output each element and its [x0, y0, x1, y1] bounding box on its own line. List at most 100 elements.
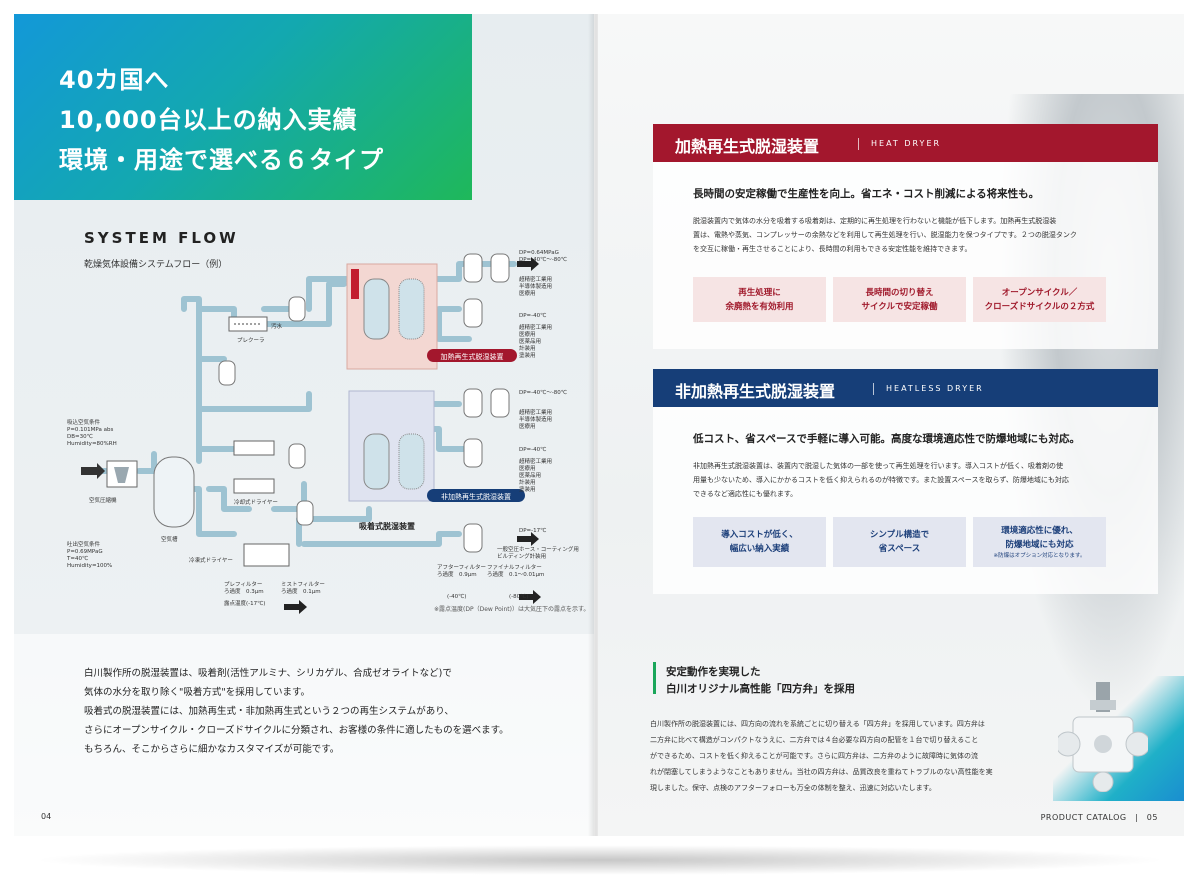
- outlet-2-dp: DP=-40℃: [519, 312, 546, 319]
- heatless-dryer-body-line: 非加熱再生式脱湿装置は、装置内で脱湿した気体の一部を使って再生処理を行います。導…: [693, 462, 1063, 470]
- outlet-4-use-4: 計装用: [519, 478, 536, 486]
- page-number-right: PRODUCT CATALOG | 05: [1040, 813, 1158, 822]
- four-way-valve-body: 白川製作所の脱湿装置には、四方向の流れを系統ごとに切り替える「四方弁」を採用して…: [650, 716, 993, 796]
- outlet-5-dp: DP=-17℃: [519, 527, 546, 534]
- adsorption-label: 吸着式脱湿装置: [359, 521, 415, 531]
- heat-feature-3-line-2: クローズドサイクルの２方式: [984, 301, 1095, 312]
- four-way-valve-title-1: 安定動作を実現した: [666, 666, 761, 678]
- heatless-feature-2-line-1: シンプル構造で: [869, 530, 930, 540]
- heat-dryer-body-line: を交互に稼働・再生させることにより、長時間の利用もできる安定性能を維持できます。: [693, 245, 972, 253]
- outlet-4-use-1: 超精密工業用: [519, 457, 552, 465]
- temp-80-label: (-80℃): [509, 593, 528, 600]
- mistfilter-spec: ろ過度 0.1μm: [281, 587, 321, 595]
- intro-line: もちろん、そこからさらに細かなカスタマイズが可能です。: [84, 744, 340, 755]
- discharge-t: T=40℃: [66, 555, 88, 562]
- intro-line: 白川製作所の脱湿装置は、吸着剤(活性アルミナ、シリカゲル、合成ゼオライトなど)で: [84, 668, 452, 679]
- heat-feature-2-line-1: 長時間の切り替え: [865, 287, 934, 298]
- heat-dryer-body-line: 置は、電熱や蒸気、コンプレッサーの余熱などを利用して再生処理を行い、脱湿能力を保…: [693, 231, 1077, 239]
- finalfilter-label: ファイナルフィルター: [487, 563, 542, 571]
- four-way-valve-body-line: 白川製作所の脱湿装置には、四方向の流れを系統ごとに切り替える「四方弁」を採用して…: [650, 720, 985, 728]
- heatless-dryer-lead: 低コスト、省スペースで手軽に導入可能。高度な環境適応性で防爆地域にも対応。: [693, 433, 1081, 445]
- intro-line: 吸着式の脱湿装置には、加熱再生式・非加熱再生式という２つの再生システムがあり、: [84, 706, 454, 717]
- heatless-dryer-card: 非加熱再生式脱湿装置 HEATLESS DRYER 低コスト、省スペースで手軽に…: [653, 369, 1158, 594]
- prefilter-spec: ろ過度 0.3μm: [224, 587, 264, 595]
- outlet-3-use-3: 医療用: [519, 422, 536, 430]
- outlet-1-dp2: DP=-40℃～-80℃: [519, 256, 567, 263]
- outlet-2-use-4: 計装用: [519, 344, 536, 352]
- drain-label: 汚水: [271, 322, 283, 330]
- temp-40-label: (-40℃): [447, 593, 466, 600]
- heatless-feature-1-line-1: 導入コストが低く、: [721, 530, 798, 540]
- heatless-dryer-tag: 非加熱再生式脱湿装置: [441, 492, 511, 501]
- outlet-5-use-1: 一般空圧ホース・コーティング用: [497, 545, 579, 553]
- heat-dryer-body: 脱湿装置内で気体の水分を吸着する吸着剤は、定期的に再生処理を行わないと機能が低下…: [693, 214, 1143, 256]
- heatless-feature-1-line-2: 幅広い納入実績: [729, 544, 790, 554]
- intake-title: 吸込空気条件: [67, 418, 101, 426]
- page-number-left: 04: [41, 812, 52, 821]
- outlet-1-use-3: 医療用: [519, 289, 536, 297]
- heatless-feature-3-line-1: 環境適応性に優れ、: [1001, 526, 1078, 536]
- intro-line: 気体の水分を取り除く"吸着方式"を採用しています。: [84, 687, 311, 698]
- heatless-feature-2-line-2: 省スペース: [878, 544, 921, 554]
- system-flow-diagram: 加熱再生式脱湿装置 非加熱再生式脱湿装置 吸着式脱湿装置 吸込空気条件 P=0.…: [66, 250, 579, 614]
- heatless-dryer-title: 非加熱再生式脱湿装置: [675, 382, 836, 401]
- left-page: 40カ国へ 10,000台以上の納入実績 環境・用途で選べる６タイプ SYSTE…: [14, 14, 594, 836]
- heat-dryer-tag: 加熱再生式脱湿装置: [441, 352, 504, 361]
- intake-p: P=0.101MPa abs: [67, 427, 113, 433]
- outlet-1-dp: DP=0.64MPaG: [519, 250, 559, 256]
- prefilter-label: プレフィルター: [224, 580, 262, 588]
- heatless-dryer-body: 非加熱再生式脱湿装置は、装置内で脱湿した気体の一部を使って再生処理を行います。導…: [693, 459, 1143, 501]
- outlet-3-use-2: 半導体製造用: [519, 415, 552, 423]
- hero-line-2: 10,000台以上の納入実績: [59, 106, 358, 134]
- compressor-label: 空気圧縮機: [89, 496, 117, 504]
- outlet-4-use-2: 医療用: [519, 464, 536, 472]
- four-way-valve-title-2: 白川オリジナル高性能「四方弁」を採用: [666, 683, 855, 695]
- outlet-1-use-1: 超精密工業用: [519, 275, 552, 283]
- outlet-2-use-3: 医薬品用: [519, 337, 541, 345]
- heatless-dryer-body-line: できるなど適応性にも優れます。: [693, 490, 798, 498]
- heat-feature-3: オープンサイクル／ クローズドサイクルの２方式: [973, 277, 1106, 322]
- system-flow-title: SYSTEM FLOW: [84, 229, 239, 247]
- hero-line-3: 環境・用途で選べる６タイプ: [59, 146, 384, 174]
- heatless-feature-note: ※防爆はオプション対応となります。: [993, 553, 1086, 559]
- dewpoint-label: 露点温度(-17℃): [224, 599, 265, 607]
- heat-dryer-separator: [858, 138, 859, 150]
- afterfilter-spec: ろ過度 0.9μm: [437, 570, 477, 578]
- right-page: 加熱再生式脱湿装置 HEAT DRYER 長時間の安定稼働で生産性を向上。省エネ…: [598, 14, 1184, 836]
- outlet-2-use-1: 超精密工業用: [519, 323, 552, 331]
- dewpoint-footnote: ※露点温度(DP（Dew Point)）は大気圧下の露点を示す。: [434, 606, 590, 613]
- heat-feature-2: 長時間の切り替え サイクルで安定稼働: [833, 277, 966, 322]
- intake-db: DB=30℃: [67, 433, 93, 440]
- system-flow-subtitle: 乾燥気体設備システムフロー（例）: [84, 260, 228, 270]
- heat-dryer-header: 加熱再生式脱湿装置 HEAT DRYER: [653, 124, 1158, 162]
- hero-banner: 40カ国へ 10,000台以上の納入実績 環境・用途で選べる６タイプ: [14, 14, 472, 200]
- heatless-feature-2: シンプル構造で 省スペース: [833, 517, 966, 567]
- outlet-4-use-5: 塗装用: [519, 485, 536, 493]
- four-way-valve-body-line: 現しました。保守、点検のアフターフォローも万全の体制を整え、迅速に対応いたします…: [650, 784, 936, 792]
- hero-line-1: 40カ国へ: [59, 66, 170, 94]
- intro-line: さらにオープンサイクル・クローズドサイクルに分類され、お客様の条件に適したものを…: [84, 725, 509, 736]
- heatless-dryer-header: 非加熱再生式脱湿装置 HEATLESS DRYER: [653, 369, 1158, 407]
- refrigerated-dryer-label: 冷凍式ドライヤー: [189, 556, 233, 564]
- page-shadow: [30, 845, 1170, 875]
- intake-humidity: Humidity=80%RH: [67, 441, 117, 447]
- tank-label: 空気槽: [161, 535, 178, 543]
- heatless-dryer-body-line: 用量も少ないため、導入にかかるコストを低く抑えられるのが特徴です。また設置スペー…: [693, 476, 1069, 484]
- discharge-title: 吐出空気条件: [67, 540, 101, 548]
- heatless-feature-3: 環境適応性に優れ、 防爆地域にも対応 ※防爆はオプション対応となります。: [973, 517, 1106, 567]
- heat-feature-1-line-1: 再生処理に: [738, 287, 781, 298]
- afterfilter-label: アフターフィルター: [437, 563, 486, 571]
- outlet-1-use-2: 半導体製造用: [519, 282, 552, 290]
- discharge-humidity: Humidity=100%: [67, 563, 112, 569]
- outlet-3-use-1: 超精密工業用: [519, 408, 552, 416]
- four-way-valve-body-line: れが閉塞してしまうようなこともありません。当社の四方弁は、品質改良を重ねてトラブ…: [650, 768, 993, 776]
- outlet-5-use-2: ビルディング計装用: [497, 552, 546, 560]
- heat-feature-1-line-2: 余廃熱を有効利用: [725, 301, 794, 312]
- left-bottom-band: [14, 634, 594, 836]
- four-way-valve-body-line: 二方弁に比べて構造がコンパクトなうえに、二方弁では４台必要な四方向の配管を１台で…: [650, 736, 979, 744]
- outlet-2-use-5: 塗装用: [519, 351, 536, 359]
- heat-dryer-body-line: 脱湿装置内で気体の水分を吸着する吸着剤は、定期的に再生処理を行わないと機能が低下…: [693, 217, 1057, 225]
- heat-dryer-lead: 長時間の安定稼働で生産性を向上。省エネ・コスト削減による将来性も。: [693, 188, 1040, 200]
- outlet-2-use-2: 医療用: [519, 330, 536, 338]
- outlet-4-use-3: 医薬品用: [519, 471, 541, 479]
